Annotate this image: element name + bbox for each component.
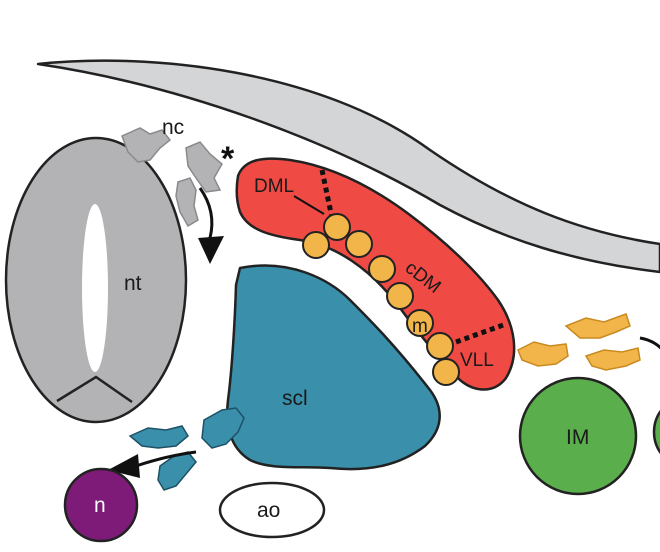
sclerotome-migrating-cells (128, 407, 245, 491)
dml-pointer (293, 195, 325, 215)
ectoderm (36, 59, 660, 274)
dml-boundary (319, 169, 335, 219)
nc-label: nc (162, 116, 184, 139)
migrating-myoblasts (517, 313, 641, 371)
migration-arrow-notochord (135, 450, 197, 468)
arrow-head-ventral (198, 236, 224, 264)
scl-label: scl (282, 387, 308, 410)
right-edge-arc (639, 336, 660, 350)
partial-green-structure (652, 409, 660, 455)
ao-label: ao (257, 499, 280, 522)
aorta: ao (218, 481, 326, 539)
sclerotome (226, 264, 441, 471)
dml-label: DML (254, 176, 294, 197)
notochord: n (63, 467, 139, 543)
myotome-cells (302, 213, 460, 386)
vll-label: VLL (460, 350, 494, 371)
im-label: IM (566, 426, 589, 449)
n-label: n (94, 494, 106, 517)
migration-arrow-ventral (198, 187, 214, 239)
neural-tube: nt (4, 136, 188, 424)
neural-crest-cells: nc (121, 116, 223, 228)
m-label: m (412, 316, 428, 337)
nt-label: nt (124, 272, 142, 295)
intermediate-mesoderm: IM (518, 376, 638, 496)
asterisk-label: * (221, 140, 235, 178)
